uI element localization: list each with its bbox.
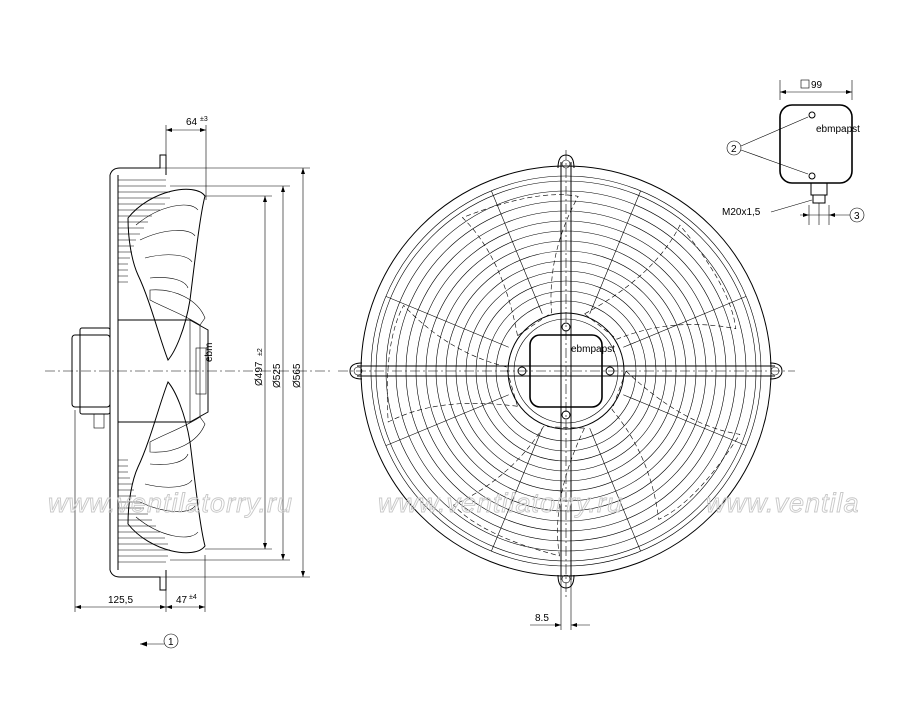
svg-text:ebmpapst: ebmpapst xyxy=(816,124,860,135)
guard-spoke xyxy=(491,428,543,552)
dim-d497: Ø497 xyxy=(254,361,265,386)
terminal-box-detail: ebmpapst 99 2 3 M20x1,5 xyxy=(722,79,865,225)
guard-ring xyxy=(375,180,757,562)
guard-ring xyxy=(395,200,737,542)
dim-depth-top-tol: ±3 xyxy=(200,116,208,123)
watermark-text-1: www.ventilatorry.ru xyxy=(48,488,293,518)
guard-spoke xyxy=(491,190,543,314)
guard-ring xyxy=(405,210,727,532)
watermark-text-3: www.ventila xyxy=(706,488,860,518)
fan-blade xyxy=(583,224,737,340)
guard-spoke xyxy=(385,394,509,446)
guard-ring xyxy=(465,270,667,472)
gland-thread-label: M20x1,5 xyxy=(722,207,761,218)
callout-3: 3 xyxy=(854,211,860,222)
guard-ring xyxy=(425,230,707,512)
fan-blade xyxy=(611,370,741,520)
guard-spoke xyxy=(589,428,641,552)
guard-spoke xyxy=(623,394,747,446)
guard-ring xyxy=(495,300,637,442)
svg-text:ebm: ebm xyxy=(204,343,215,362)
side-view: ebm xyxy=(45,154,330,591)
watermark-text-2: www.ventilatorry.ru xyxy=(378,488,623,518)
dim-d565: Ø565 xyxy=(292,363,303,388)
guard-ring xyxy=(485,290,647,452)
dim-len-right: 47 xyxy=(176,595,188,606)
dim-depth-top: 64 xyxy=(186,117,198,128)
callout-1: 1 xyxy=(168,637,174,648)
guard-ring xyxy=(475,280,657,462)
guard-spoke xyxy=(589,190,641,314)
fan-blade xyxy=(453,426,585,557)
guard-ring xyxy=(435,240,697,502)
guard-spoke xyxy=(623,296,747,348)
svg-text:ebmpapst: ebmpapst xyxy=(571,344,615,355)
callout-2: 2 xyxy=(731,144,737,155)
dim-len-right-tol: ±4 xyxy=(189,594,197,601)
dim-box-size: 99 xyxy=(811,80,823,91)
guard-ring xyxy=(445,250,687,492)
fan-blades xyxy=(386,194,741,557)
side-guard-wires xyxy=(118,179,170,563)
dim-guard-bar: 8.5 xyxy=(535,613,549,624)
side-dimensions: 64 ±3 Ø497 ±2 Ø525 Ø565 125,5 47 ±4 1 xyxy=(74,116,310,649)
guard-ring xyxy=(415,220,717,522)
guard-ring xyxy=(385,190,747,552)
guard-spokes xyxy=(385,190,747,552)
guard-rings xyxy=(375,180,757,562)
guard-ring xyxy=(455,260,677,482)
watermark: www.ventilatorry.ru www.ventilatorry.ru … xyxy=(48,488,860,519)
fan-blade xyxy=(386,304,518,423)
dim-d497-tol: ±2 xyxy=(257,348,264,356)
guard-spoke xyxy=(385,296,509,348)
dim-d525: Ø525 xyxy=(272,363,283,388)
front-view: ebmpapst 8.5 xyxy=(338,150,795,630)
fan-blade xyxy=(461,194,579,337)
dim-len-left: 125,5 xyxy=(108,595,133,606)
